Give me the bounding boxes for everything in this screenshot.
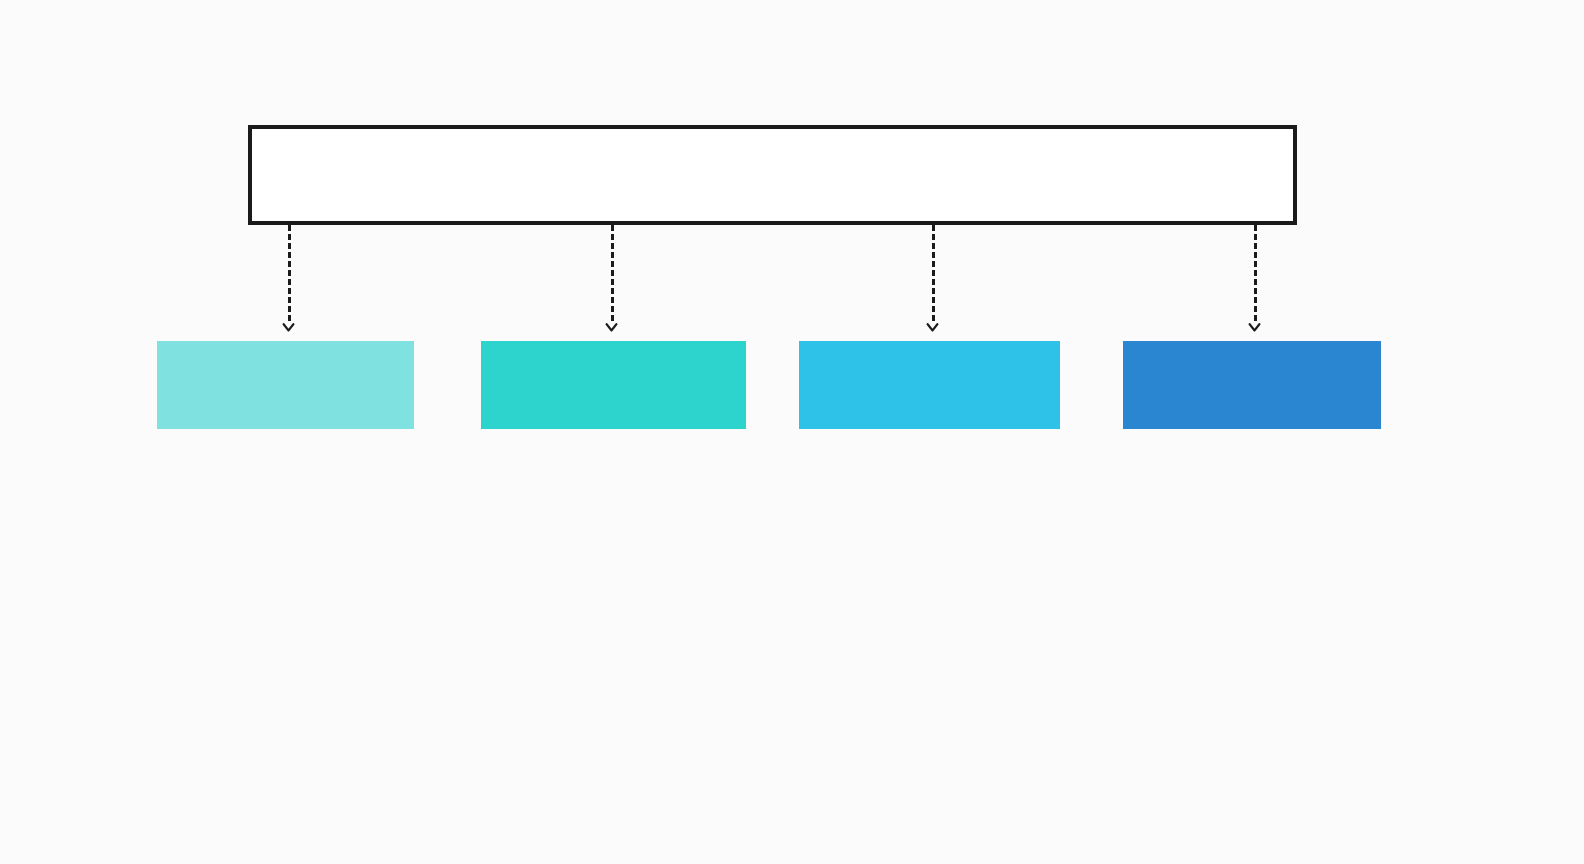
connector-dashed-line [1254,225,1257,321]
child-node-1[interactable] [157,341,414,429]
connector-2 [605,225,618,332]
child-node-3[interactable] [799,341,1060,429]
connector-4 [1248,225,1261,332]
arrowhead-down-icon [605,323,618,332]
root-node[interactable] [248,125,1297,225]
child-node-2[interactable] [481,341,746,429]
arrowhead-down-icon [282,323,295,332]
child-node-4[interactable] [1123,341,1381,429]
arrowhead-down-icon [1248,323,1261,332]
connector-dashed-line [932,225,935,321]
arrowhead-down-icon [926,323,939,332]
connector-3 [926,225,939,332]
connector-1 [282,225,295,332]
connector-dashed-line [288,225,291,321]
connector-dashed-line [611,225,614,321]
